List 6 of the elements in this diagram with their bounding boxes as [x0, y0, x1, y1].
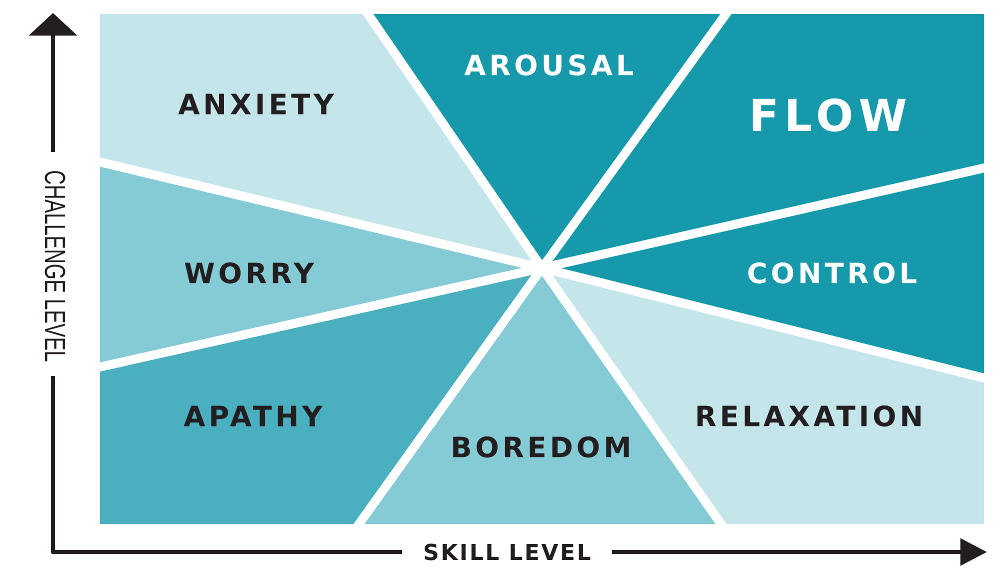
axis-label: CHALLENGE LEVEL	[44, 171, 66, 362]
axis-label: SKILL LEVEL	[424, 544, 590, 560]
node-label: FLOW	[752, 98, 906, 132]
wedge: WORRY	[100, 166, 522, 362]
wedge: AROUSAL	[373, 14, 720, 260]
wedge: CONTROL	[561, 172, 984, 374]
